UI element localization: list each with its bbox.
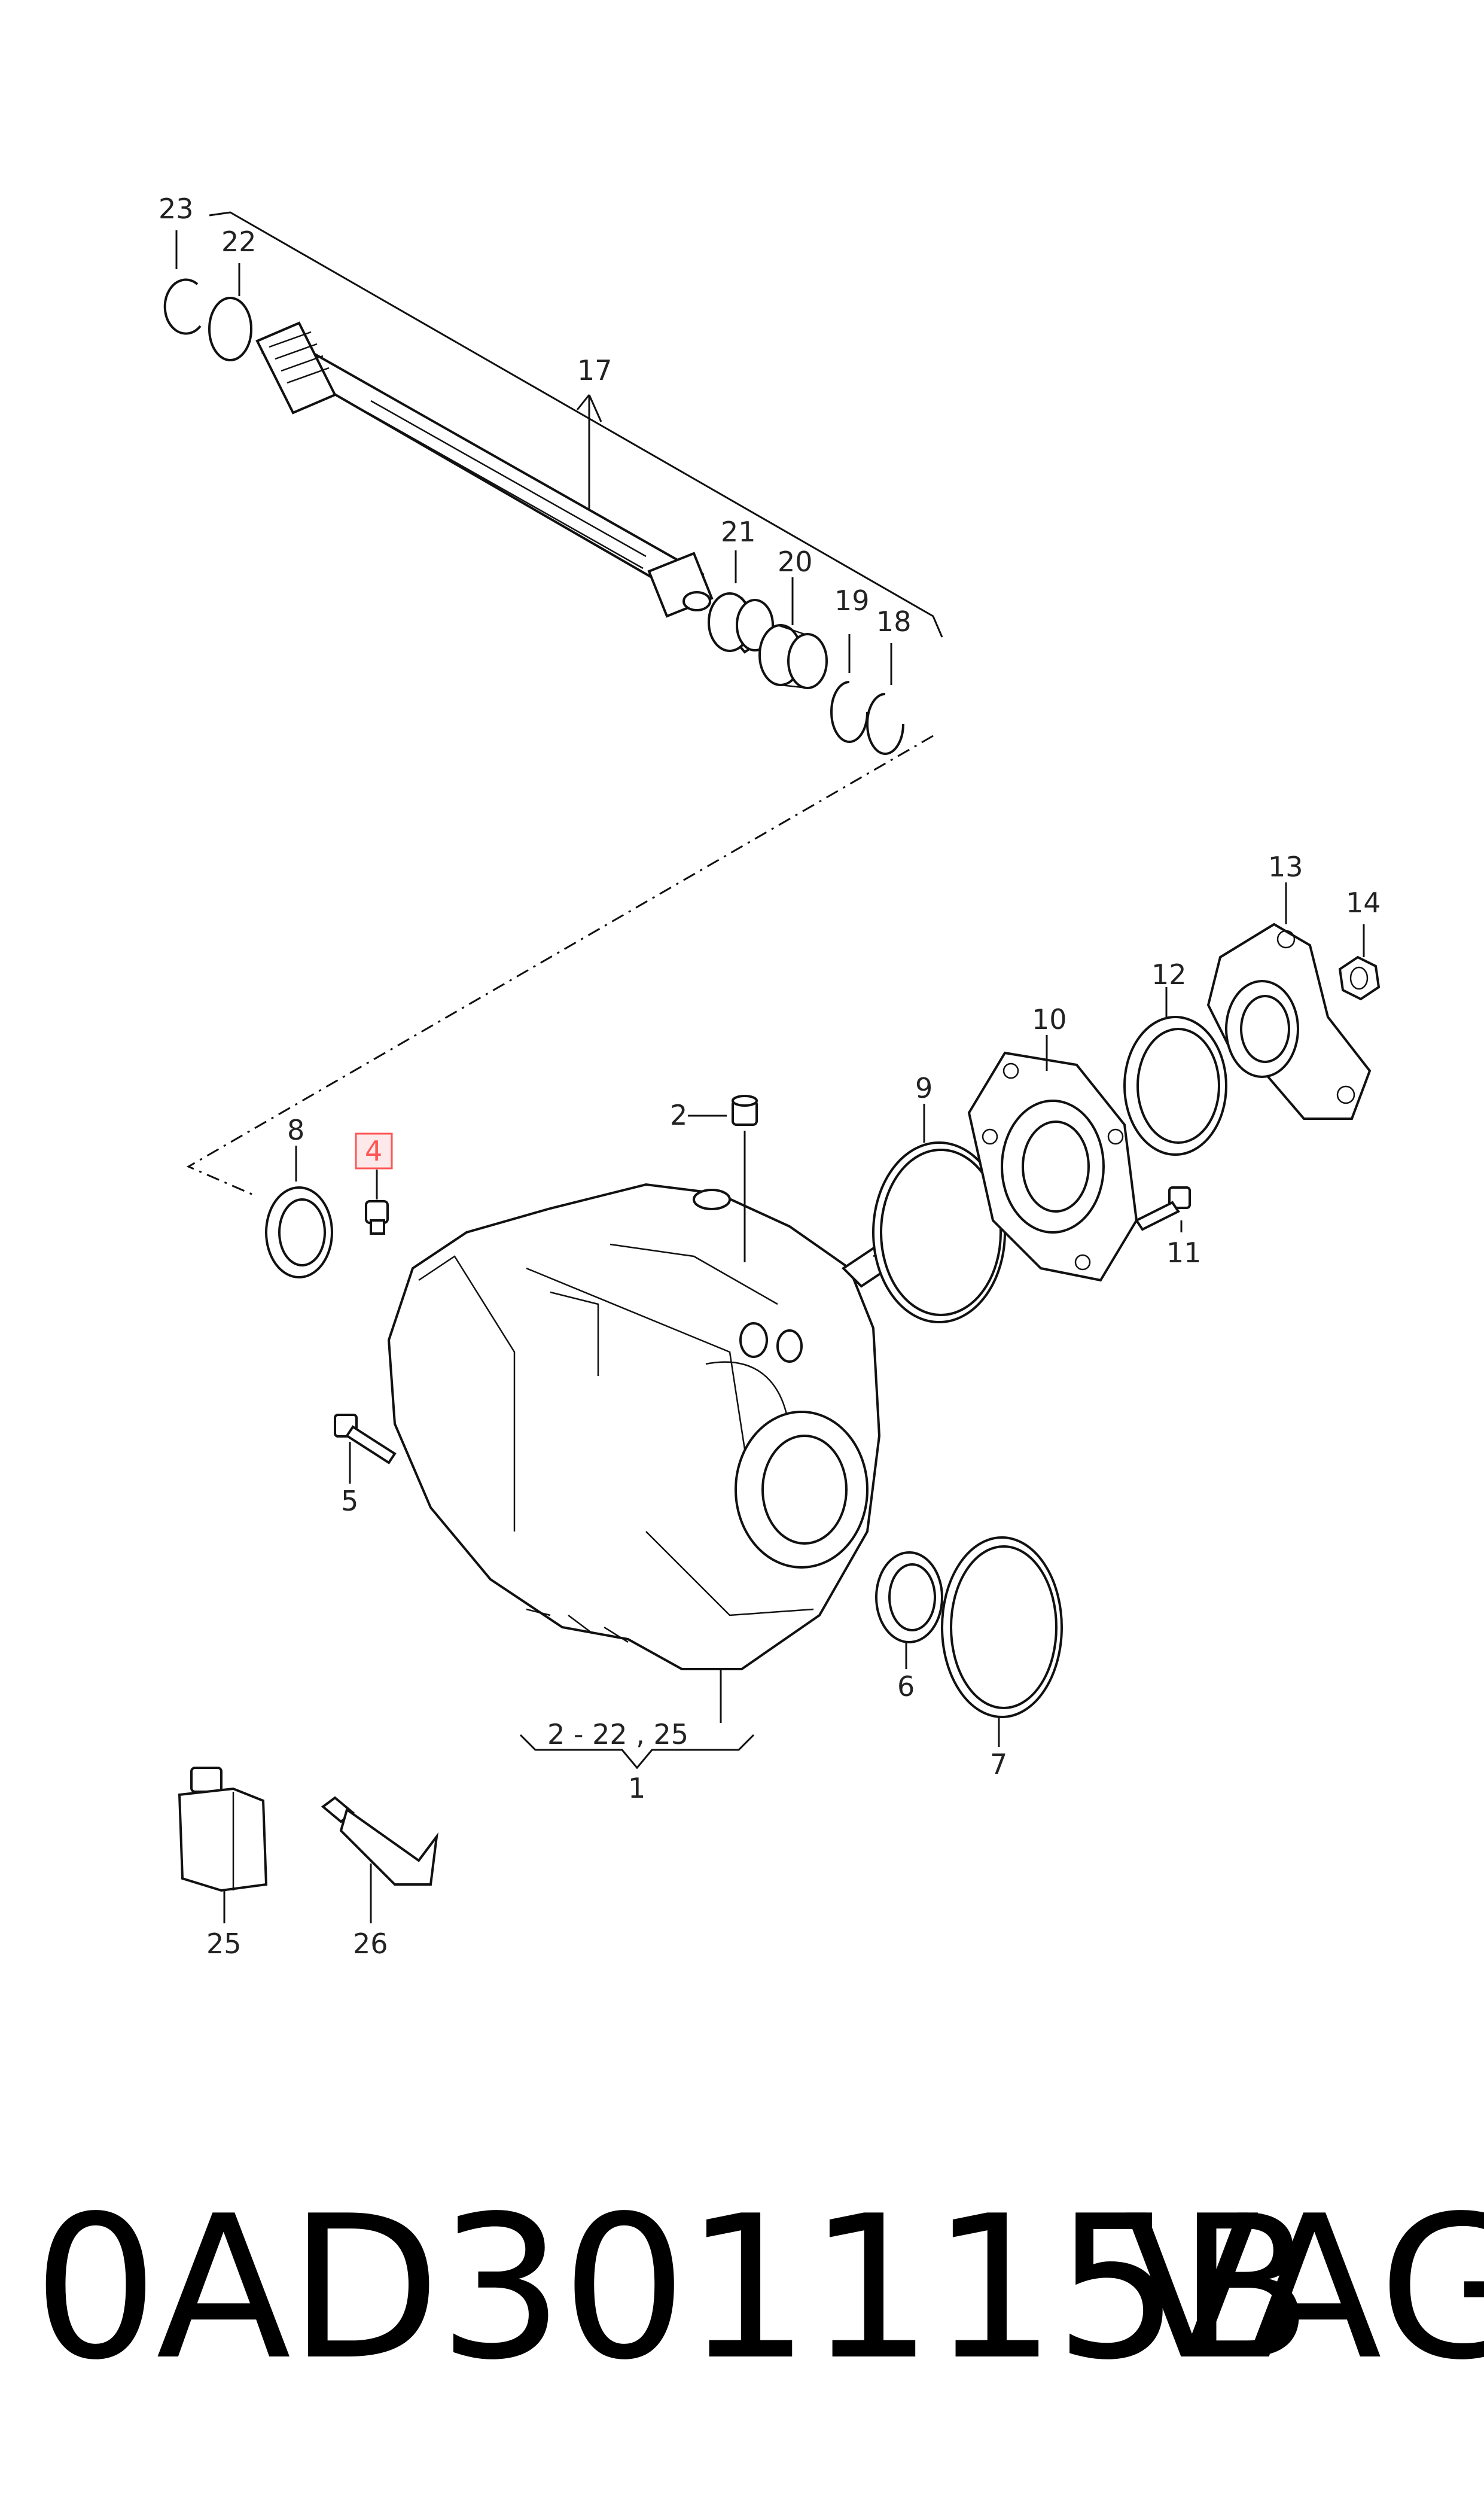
leader-lines-top <box>175 230 892 685</box>
label-11: 11 <box>1166 1237 1202 1269</box>
label-18: 18 <box>876 605 912 638</box>
cap-2 <box>732 1095 758 1126</box>
callout-labels: 23 22 17 21 20 19 18 13 14 12 10 9 2 8 4… <box>159 193 1381 1960</box>
sealant-tube-26 <box>321 1796 438 1886</box>
brand-name: VAG <box>1125 2173 1484 2403</box>
label-2: 2 <box>670 1099 687 1131</box>
bolt-5 <box>334 1414 397 1464</box>
nut-14 <box>1338 955 1381 1001</box>
needle-bearing-20 <box>758 624 828 689</box>
label-22: 22 <box>221 226 257 258</box>
flange-13 <box>1206 922 1372 1120</box>
label-17: 17 <box>577 354 613 386</box>
o-ring-22 <box>208 297 252 361</box>
shaft-assembly-bracket <box>209 211 943 638</box>
label-1: 1 <box>628 1772 645 1804</box>
label-25: 25 <box>206 1928 242 1960</box>
label-23: 23 <box>159 193 194 225</box>
output-shaft <box>255 321 714 618</box>
label-range: 2 - 22 , 25 <box>547 1718 688 1750</box>
label-14: 14 <box>1346 887 1381 919</box>
label-6: 6 <box>897 1670 915 1703</box>
part-number: 0AD301115B <box>33 2173 1313 2403</box>
circlip-19 <box>830 681 869 743</box>
label-12: 12 <box>1151 958 1187 991</box>
label-20: 20 <box>778 546 813 578</box>
seal-12 <box>1123 1016 1227 1156</box>
bearing-cover-10 <box>967 1051 1138 1282</box>
label-5: 5 <box>341 1485 358 1517</box>
leader-lines-lower <box>223 882 1365 1923</box>
label-21: 21 <box>721 516 756 548</box>
dashed-assembly-line <box>186 735 934 1198</box>
label-19: 19 <box>834 584 870 617</box>
label-9: 9 <box>915 1072 933 1104</box>
transfer-case-housing <box>387 1183 904 1670</box>
oil-bottle-25 <box>178 1767 268 1892</box>
label-13: 13 <box>1268 851 1303 883</box>
label-7: 7 <box>990 1748 1007 1780</box>
bolt-11 <box>1135 1186 1191 1231</box>
o-ring-9 <box>872 1141 1006 1323</box>
seal-6 <box>875 1551 943 1643</box>
seal-8 <box>265 1186 333 1278</box>
label-10: 10 <box>1032 1003 1067 1036</box>
highlight-box <box>355 1132 393 1170</box>
plug-4 <box>365 1200 389 1235</box>
label-8: 8 <box>287 1114 304 1146</box>
label-4: 4 <box>365 1135 382 1167</box>
label-26: 26 <box>353 1928 388 1960</box>
circlip-23 <box>163 278 202 335</box>
circlip-18 <box>866 693 904 755</box>
o-ring-7 <box>941 1536 1063 1718</box>
footer: 0AD301115B VAG <box>0 2178 1484 2429</box>
